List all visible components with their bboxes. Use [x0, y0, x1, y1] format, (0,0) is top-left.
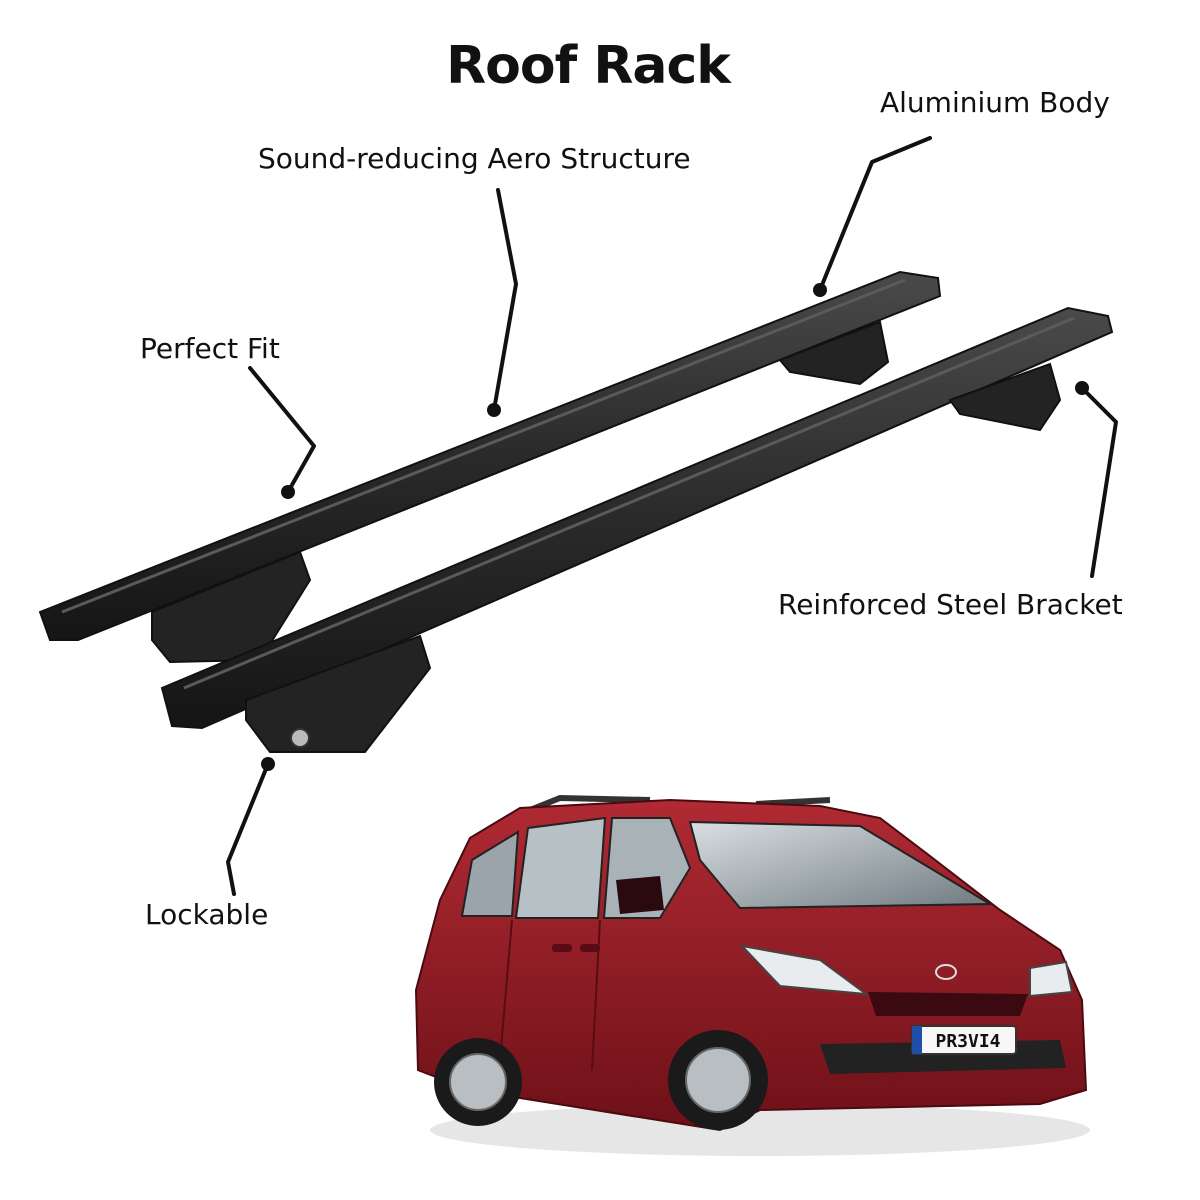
callout-dot-fit: [281, 485, 295, 499]
number-plate-text: PR3VI4: [935, 1031, 1000, 1052]
callout-dot-aero: [487, 403, 501, 417]
label-aluminium-body: Aluminium Body: [880, 86, 1110, 119]
page-title: Roof Rack: [446, 36, 731, 96]
callout-dot-aluminium: [813, 283, 827, 297]
car-image: [414, 794, 1090, 1156]
roof-bar-front: [160, 306, 1114, 753]
callout-dot-lockable: [261, 757, 275, 771]
label-lockable: Lockable: [145, 898, 269, 931]
label-aero-structure: Sound-reducing Aero Structure: [258, 142, 691, 175]
label-perfect-fit: Perfect Fit: [140, 332, 280, 365]
leader-lines: [226, 136, 1118, 896]
callout-dot-steel: [1075, 381, 1089, 395]
lock-icon: [290, 728, 310, 748]
label-steel-bracket: Reinforced Steel Bracket: [778, 588, 1123, 621]
